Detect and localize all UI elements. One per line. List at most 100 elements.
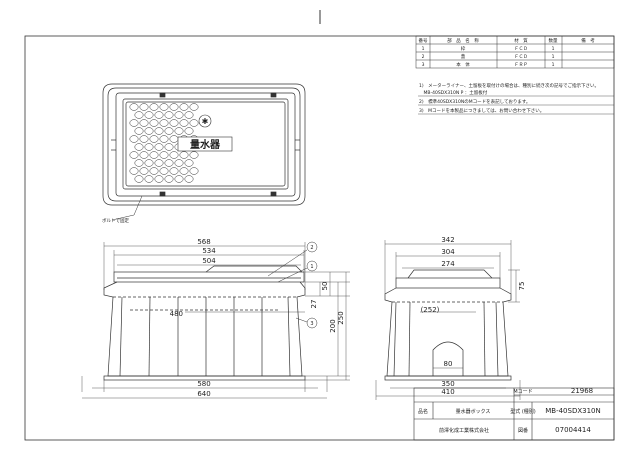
front-dimensions [81,242,350,399]
dim-200: 200 [329,319,337,332]
lid-pattern-cell [169,119,179,127]
dim-350: 350 [441,380,454,388]
dim-504: 504 [202,257,216,265]
lid-label: 量水器 [190,138,221,151]
lid-pattern-cell [149,151,159,159]
lid-pattern-cell [179,119,189,127]
lid-pattern-cell [189,151,199,159]
drawing-frame [24,35,615,441]
company-name: 前澤化成工業株式会社 [439,427,489,434]
row3-material: ＦＲＰ [514,62,528,68]
row1-qty: 1 [552,46,555,52]
name-label: 品名 [418,408,428,415]
dim-534: 534 [202,247,216,255]
balloon-1: 1 [310,264,313,270]
lid-pattern-cell [139,167,149,175]
lid-pattern-cell [134,127,144,135]
row2-no: 2 [422,54,425,60]
mcode-label: Mコード [513,389,532,395]
lid-pattern-cell [144,143,154,151]
parts-table-text: 番号 部 品 名 称 材 質 数量 備 考 1 枠 ＦＣＤ 1 2 蓋 ＦＣＤ … [419,37,596,68]
th-no: 番号 [419,37,428,44]
lid-pattern-cell [159,103,169,111]
lid-pattern-cell [184,175,194,183]
dim-410: 410 [441,388,454,396]
lid-pattern [129,103,199,183]
lid-pattern-cell [134,159,144,167]
lid-pattern-cell [149,103,159,111]
lid-pattern-cell [149,119,159,127]
balloon-3: 3 [310,321,313,327]
lid-pattern-cell [164,127,174,135]
lid-pattern-cell [174,111,184,119]
row2-name: 蓋 [461,53,466,60]
lid-pattern-cell [144,111,154,119]
title-block-text: Mコード 21968 品名 量水器ボックス 型式 (種別) MB-40SDX31… [418,387,601,434]
lid-pattern-cell [134,175,144,183]
th-material: 材 質 [514,37,528,44]
lid-pattern-cell [144,159,154,167]
lid-pattern-cell [169,151,179,159]
lid-pattern-cell [169,167,179,175]
lid-pattern-cell [174,175,184,183]
row3-qty: 1 [552,62,555,68]
balloons [267,241,318,329]
balloon-2: 2 [310,245,313,251]
lid-pattern-cell [149,167,159,175]
lid-pattern-cell [174,159,184,167]
dim-50: 50 [321,282,329,291]
lid-pattern-cell [189,119,199,127]
row1-name: 枠 [461,45,466,52]
side-dimension-labels: 342 304 274 (252) 80 350 410 75 [421,236,526,396]
lid-pattern-cell [179,103,189,111]
th-note: 備 考 [581,37,595,44]
dim-342: 342 [441,236,454,244]
dim-27: 27 [310,300,318,309]
lid-pattern-cell [134,111,144,119]
lid-pattern-cell [169,103,179,111]
product-name: 量水器ボックス [456,408,491,415]
lid-pattern-cell [164,175,174,183]
row2-material: ＦＣＤ [514,54,528,60]
drawing-no-label: 図番 [518,427,528,434]
front-dimension-labels: 568 534 504 480 580 640 27 50 200 250 [170,238,345,398]
bolt-callout: ボルトで固定 [102,195,143,224]
dim-640: 640 [197,390,210,398]
lid-pattern-cell [189,167,199,175]
note-3: 3) Mコードを本製品につきましては、お問い合わせ下さい。 [419,107,544,114]
side-view [384,269,512,381]
dim-304: 304 [441,248,455,256]
title-block [413,387,615,441]
water-mark-icon: ✱ [202,117,209,126]
top-view [102,83,306,206]
note-2: 2) 標準40SDX310NのMコードを表記しております。 [419,98,530,105]
lid-pattern-cell [134,143,144,151]
dim-80: 80 [444,360,453,368]
lid-pattern-cell [129,151,139,159]
lid-pattern-cell [169,135,179,143]
lid-pattern-cell [154,111,164,119]
lid-pattern-cell [179,151,189,159]
lid-pattern-cell [189,103,199,111]
lid-pattern-cell [144,127,154,135]
lid-pattern-cell [184,159,194,167]
lid-pattern-cell [164,159,174,167]
lid-pattern-cell [129,103,139,111]
lid-pattern-cell [184,127,194,135]
th-qty: 数量 [549,37,558,44]
lid-pattern-cell [154,175,164,183]
lid-pattern-cell [159,119,169,127]
lid-pattern-cell [129,167,139,175]
lid-pattern-cell [159,167,169,175]
lid-pattern-cell [174,127,184,135]
row1-no: 1 [422,46,425,52]
dim-480: 480 [170,310,183,318]
note-1b: MB-40SDX310N P ：土留板付 [419,89,488,96]
front-view [103,265,306,381]
row3-no: 3 [422,62,425,68]
model-label: 型式 (種別) [510,408,536,415]
bolt-label: ボルトで固定 [102,217,129,224]
th-name: 部 品 名 称 [447,37,479,44]
parts-table [415,35,615,69]
